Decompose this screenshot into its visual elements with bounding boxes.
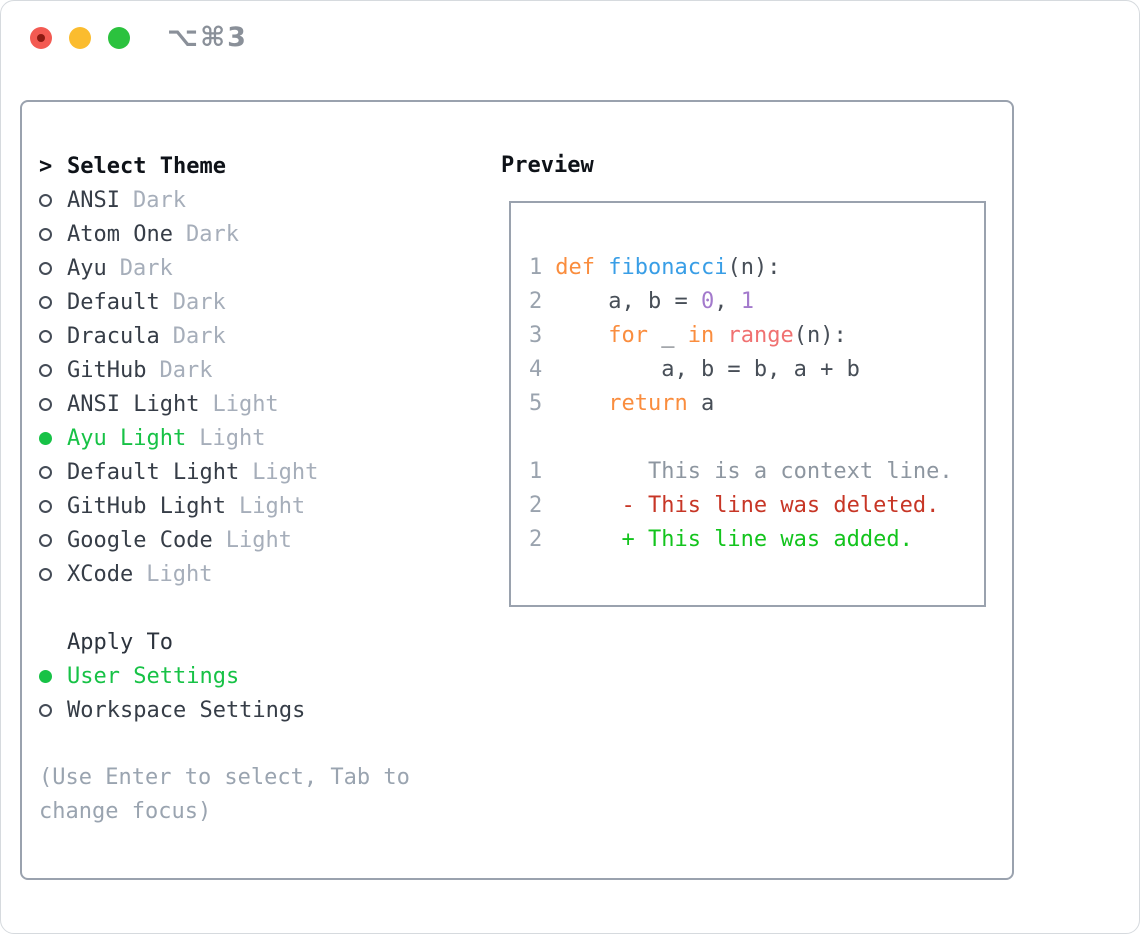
select-theme-header: > Select Theme	[39, 149, 318, 183]
theme-option-github-dark[interactable]: GitHub Dark	[39, 353, 318, 387]
radio-icon	[39, 499, 52, 513]
radio-icon	[39, 227, 52, 241]
radio-icon	[39, 261, 52, 275]
theme-list: > Select Theme ANSI Dark Atom One Dark A…	[39, 149, 318, 727]
theme-option-google-code[interactable]: Google Code Light	[39, 523, 318, 557]
theme-option-atom-one-dark[interactable]: Atom One Dark	[39, 217, 318, 251]
zoom-icon[interactable]	[108, 27, 130, 49]
theme-option-dracula-dark[interactable]: Dracula Dark	[39, 319, 318, 353]
diff-added-line: 2 + This line was added.	[529, 527, 913, 552]
radio-icon	[39, 295, 52, 309]
theme-option-ansi-dark[interactable]: ANSI Dark	[39, 183, 318, 217]
radio-icon	[39, 465, 52, 479]
diff-context-line: 1 This is a context line.	[529, 459, 953, 484]
diff-deleted-line: 2 - This line was deleted.	[529, 493, 940, 518]
theme-picker-panel	[20, 100, 1014, 880]
radio-selected-icon	[39, 669, 52, 683]
radio-icon	[39, 329, 52, 343]
preview-title: Preview	[501, 153, 594, 178]
radio-icon	[39, 193, 52, 207]
radio-icon	[39, 567, 52, 581]
theme-option-ayu-light[interactable]: Ayu Light Light	[39, 421, 318, 455]
theme-option-default-light[interactable]: Default Light Light	[39, 455, 318, 489]
blank-line	[529, 421, 984, 455]
spacer	[39, 591, 318, 625]
apply-option-user-settings[interactable]: User Settings	[39, 659, 318, 693]
theme-option-ayu-dark[interactable]: Ayu Dark	[39, 251, 318, 285]
theme-option-xcode[interactable]: XCode Light	[39, 557, 318, 591]
apply-to-header: Apply To	[67, 629, 173, 655]
page-title: Select Theme	[67, 153, 226, 179]
code-line: 5 return a	[529, 391, 715, 416]
focus-pointer-icon: >	[39, 153, 53, 179]
theme-option-ansi-light[interactable]: ANSI Light Light	[39, 387, 318, 421]
close-icon[interactable]	[30, 27, 52, 49]
theme-option-github-light[interactable]: GitHub Light Light	[39, 489, 318, 523]
apply-option-workspace-settings[interactable]: Workspace Settings	[39, 693, 318, 727]
radio-icon	[39, 533, 52, 547]
radio-selected-icon	[39, 431, 52, 445]
code-line: 3 for _ in range(n):	[529, 323, 847, 348]
theme-option-default-dark[interactable]: Default Dark	[39, 285, 318, 319]
code-line: 2 a, b = 0, 1	[529, 289, 754, 314]
radio-icon	[39, 397, 52, 411]
radio-icon	[39, 363, 52, 377]
minimize-icon[interactable]	[69, 27, 91, 49]
help-text: (Use Enter to select, Tab to change focu…	[39, 765, 410, 824]
traffic-lights	[30, 27, 130, 49]
code-line: 4 a, b = b, a + b	[529, 357, 860, 382]
radio-icon	[39, 703, 52, 717]
window-title: ⌥⌘3	[167, 22, 248, 53]
